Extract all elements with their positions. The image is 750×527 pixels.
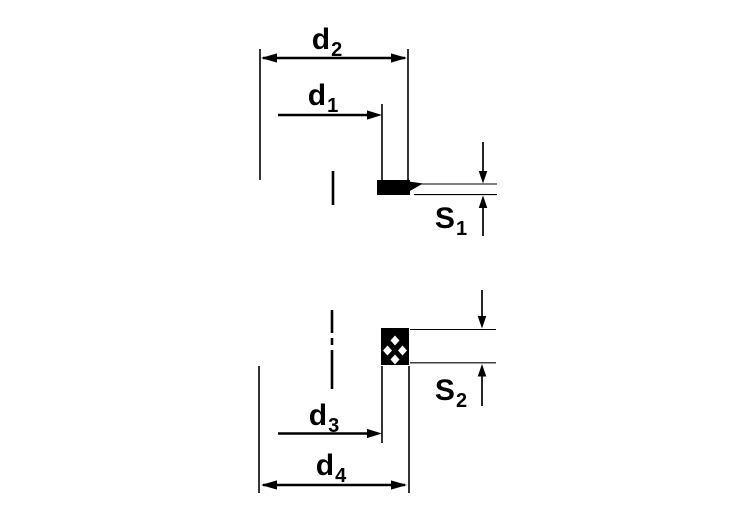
s1-arrow-up-icon [478, 195, 488, 208]
s1-arrow-down-icon [478, 171, 488, 184]
d4-arrow-right-icon [391, 480, 407, 490]
d2-sub: 2 [331, 39, 343, 61]
hatch-diamond-icon [390, 335, 400, 346]
s2-arrow-up-icon [477, 364, 487, 377]
d3-sub: 3 [328, 415, 340, 437]
top-washer-view [257, 49, 497, 236]
hatch-diamond-icon [383, 345, 392, 356]
d2-base: d [311, 23, 331, 56]
s2-sub: 2 [455, 390, 468, 412]
d2-arrow-right-icon [391, 53, 407, 63]
d1-arrow-right-icon [367, 110, 382, 120]
dim-label-d1: d1 [307, 79, 338, 117]
s2-base: S [434, 374, 455, 407]
top-washer-section-fill [377, 180, 410, 195]
hatch-diamond-icon [398, 345, 407, 356]
dim-label-d4: d4 [315, 449, 346, 487]
dim-label-s1: S1 [434, 202, 467, 240]
d1-base: d [307, 79, 327, 112]
top-washer-section-taper [409, 181, 423, 192]
d4-sub: 4 [335, 465, 347, 487]
bottom-washer-view [258, 290, 496, 493]
d1-sub: 1 [327, 95, 339, 117]
s1-base: S [434, 202, 455, 235]
hatch-diamond-icon [390, 354, 400, 365]
d4-base: d [315, 449, 335, 482]
d2-arrow-left-icon [261, 53, 277, 63]
d3-arrow-right-icon [367, 428, 382, 439]
dim-label-d2: d2 [311, 23, 342, 61]
d3-base: d [308, 399, 328, 432]
dim-label-d3: d3 [308, 399, 339, 437]
s1-sub: 1 [455, 218, 468, 240]
dim-label-s2: S2 [434, 374, 467, 412]
s2-arrow-down-icon [477, 316, 487, 329]
d4-arrow-left-icon [261, 480, 277, 490]
